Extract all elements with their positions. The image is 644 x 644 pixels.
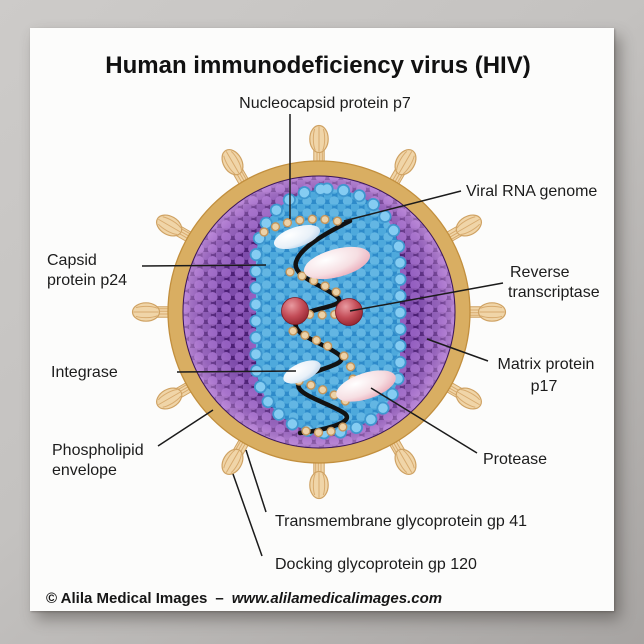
label-capsid-line1: Capsid [47, 252, 97, 269]
hiv-diagram: Human immunodeficiency virus (HIV) [46, 52, 600, 607]
footer-copyright: © Alila Medical Images [46, 590, 207, 607]
reverse-transcriptase-right [335, 298, 363, 326]
leader-viral-rna [343, 190, 462, 222]
leader-matrix [426, 338, 489, 362]
label-integrase: Integrase [51, 364, 118, 381]
label-phospholipid-line1: Phospholipid [52, 442, 144, 459]
protease-enzyme [336, 370, 396, 402]
label-matrix-line2: p17 [531, 378, 558, 395]
label-reverse-line2: transcriptase [508, 284, 600, 301]
footer-credit: © Alila Medical Images–www.alilamedicali… [46, 590, 442, 607]
label-protease: Protease [483, 451, 547, 468]
label-viral-rna: Viral RNA genome [466, 183, 597, 200]
integrase-enzyme [283, 360, 321, 384]
reverse-transcriptase-left [281, 297, 309, 325]
label-nucleocapsid: Nucleocapsid protein p7 [239, 95, 411, 112]
footer-separator: – [215, 590, 223, 607]
leader-integrase [176, 370, 297, 373]
label-reverse-line1: Reverse [510, 264, 570, 281]
leader-transmembrane [245, 449, 267, 513]
leader-protease [370, 387, 478, 454]
leader-lines [141, 114, 504, 557]
leader-phospholipid [157, 409, 214, 447]
label-matrix-line1: Matrix protein [498, 356, 595, 373]
label-transmembrane: Transmembrane glycoprotein gp 41 [275, 513, 527, 530]
leader-capsid [141, 264, 267, 267]
diagram-title: Human immunodeficiency virus (HIV) [105, 52, 530, 79]
leader-docking [232, 473, 263, 557]
labels: Nucleocapsid protein p7 Viral RNA genome… [47, 95, 600, 573]
label-docking: Docking glycoprotein gp 120 [275, 556, 477, 573]
nucleocapsid-beads [259, 214, 358, 438]
leader-reverse-transcriptase [349, 282, 504, 312]
label-capsid-line2: protein p24 [47, 272, 127, 289]
enzyme-ellipse-mid [303, 246, 371, 280]
enzyme-ellipse-top [273, 224, 321, 250]
label-phospholipid-line2: envelope [52, 462, 117, 479]
footer-website: www.alilamedicalimages.com [232, 590, 442, 607]
enzyme-ellipses [273, 224, 396, 402]
poster: Human immunodeficiency virus (HIV) [30, 28, 614, 611]
reverse-transcriptase-enzymes [281, 297, 363, 326]
